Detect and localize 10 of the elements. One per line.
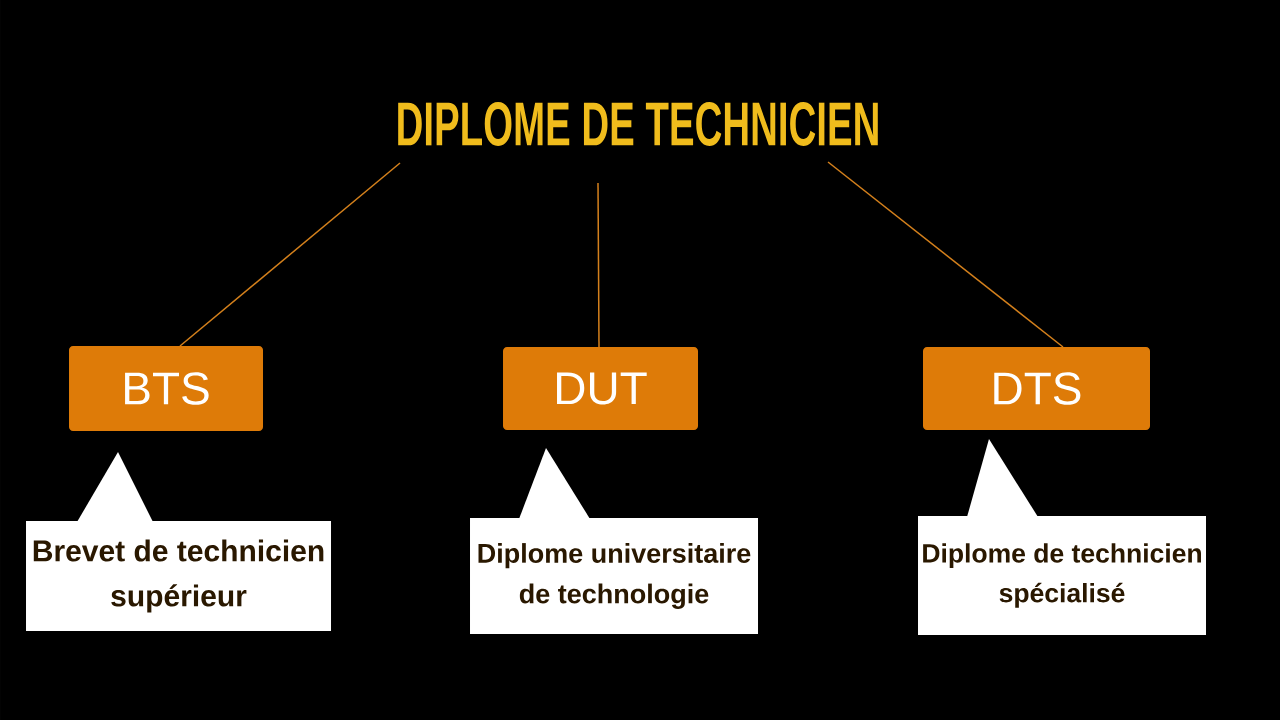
level-box: DUT	[503, 347, 698, 430]
connector-line	[179, 162, 401, 347]
callout-box: Diplome de technicien spécialisé	[918, 439, 1206, 635]
heading: DIPLOME DE TECHNICIEN	[398, 102, 878, 146]
connector-line	[597, 182, 600, 348]
callout-box: Brevet de technicien supérieur	[26, 452, 331, 631]
connector-line	[827, 161, 1064, 348]
level-box: BTS	[69, 346, 263, 431]
level-box: DTS	[923, 347, 1150, 430]
callout-box: Diplome universitaire de technologie	[470, 448, 758, 634]
